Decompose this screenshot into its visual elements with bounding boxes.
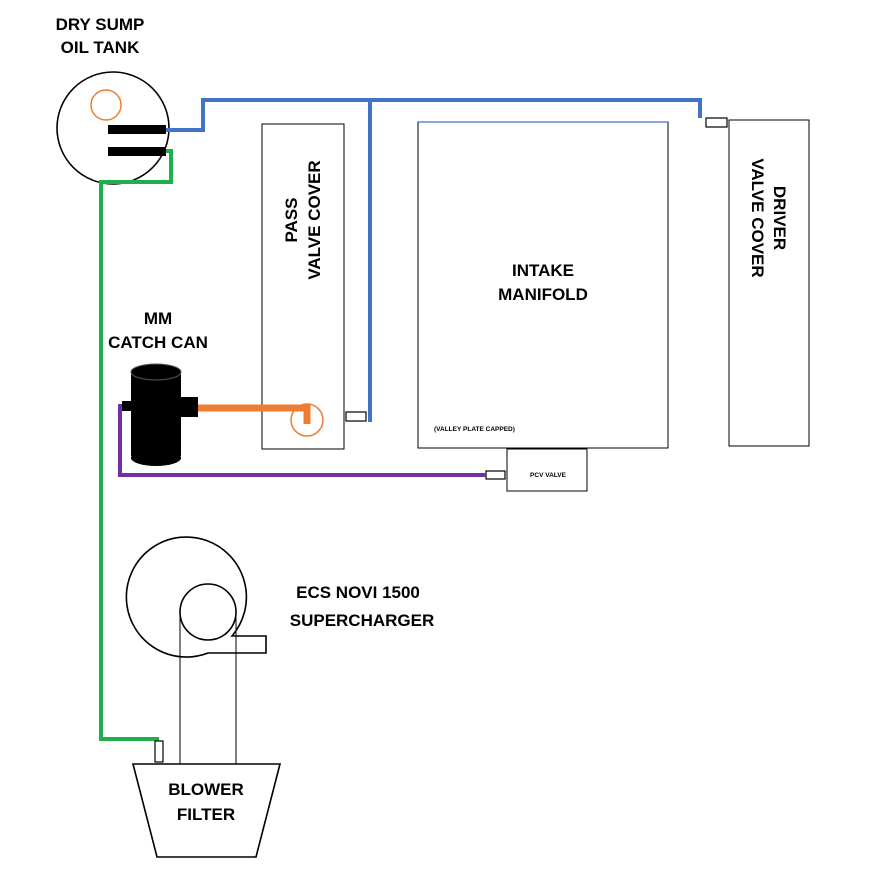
driver-valve-cover-fitting — [705, 117, 728, 128]
catch-can-bottom — [131, 450, 181, 466]
orange-breather-line — [194, 404, 311, 424]
catch-can-label-line1: MM — [144, 309, 172, 328]
pcv-valve-label: PCV VALVE — [530, 472, 567, 479]
blue-breather-line — [166, 98, 702, 132]
pass-valve-cover-fitting — [345, 411, 367, 422]
green-breather-line — [99, 149, 173, 741]
driver-valve-cover — [728, 119, 810, 447]
pass-valve-cover-label-line2: VALVE COVER — [305, 160, 324, 279]
pcv-valve-fitting — [485, 470, 506, 480]
oil-tank-label-line1: DRY SUMP — [56, 15, 145, 34]
supercharger-label-line2: SUPERCHARGER — [290, 611, 435, 630]
pcv-valve — [506, 448, 588, 492]
dry-sump-oil-tank — [56, 71, 170, 185]
catch-can-body — [131, 372, 181, 458]
oil-tank-label-line2: OIL TANK — [61, 38, 140, 57]
catch-can-side-port — [181, 397, 198, 417]
pass-valve-cover-breather-port — [290, 403, 324, 437]
intake-manifold-label-line2: MANIFOLD — [498, 285, 588, 304]
blower-filter-label-line2: FILTER — [177, 805, 235, 824]
driver-valve-cover-label-line2: VALVE COVER — [748, 158, 767, 277]
valley-plate-note: (VALLEY PLATE CAPPED) — [434, 426, 515, 433]
blower-filter-fitting — [154, 740, 164, 763]
catch-can-label-line2: CATCH CAN — [108, 333, 208, 352]
intake-manifold — [417, 121, 669, 449]
catch-can-top — [130, 363, 182, 381]
catch-can-rear-port — [122, 401, 132, 411]
pass-valve-cover — [261, 123, 345, 450]
mm-catch-can — [122, 363, 198, 466]
ecs-novi-supercharger — [125, 536, 267, 766]
supercharger-label-line1: ECS NOVI 1500 — [296, 583, 420, 602]
supercharger-inlet — [179, 583, 237, 641]
oil-tank-lower-fitting — [108, 147, 166, 156]
blower-filter-label-line1: BLOWER — [168, 780, 244, 799]
pass-valve-cover-label-line1: PASS — [282, 197, 301, 242]
driver-valve-cover-label-line1: DRIVER — [770, 186, 789, 250]
blower-filter — [131, 763, 282, 858]
oil-tank-upper-fitting — [108, 125, 166, 134]
oil-tank-cap — [90, 89, 122, 121]
intake-manifold-label-line1: INTAKE — [512, 261, 574, 280]
